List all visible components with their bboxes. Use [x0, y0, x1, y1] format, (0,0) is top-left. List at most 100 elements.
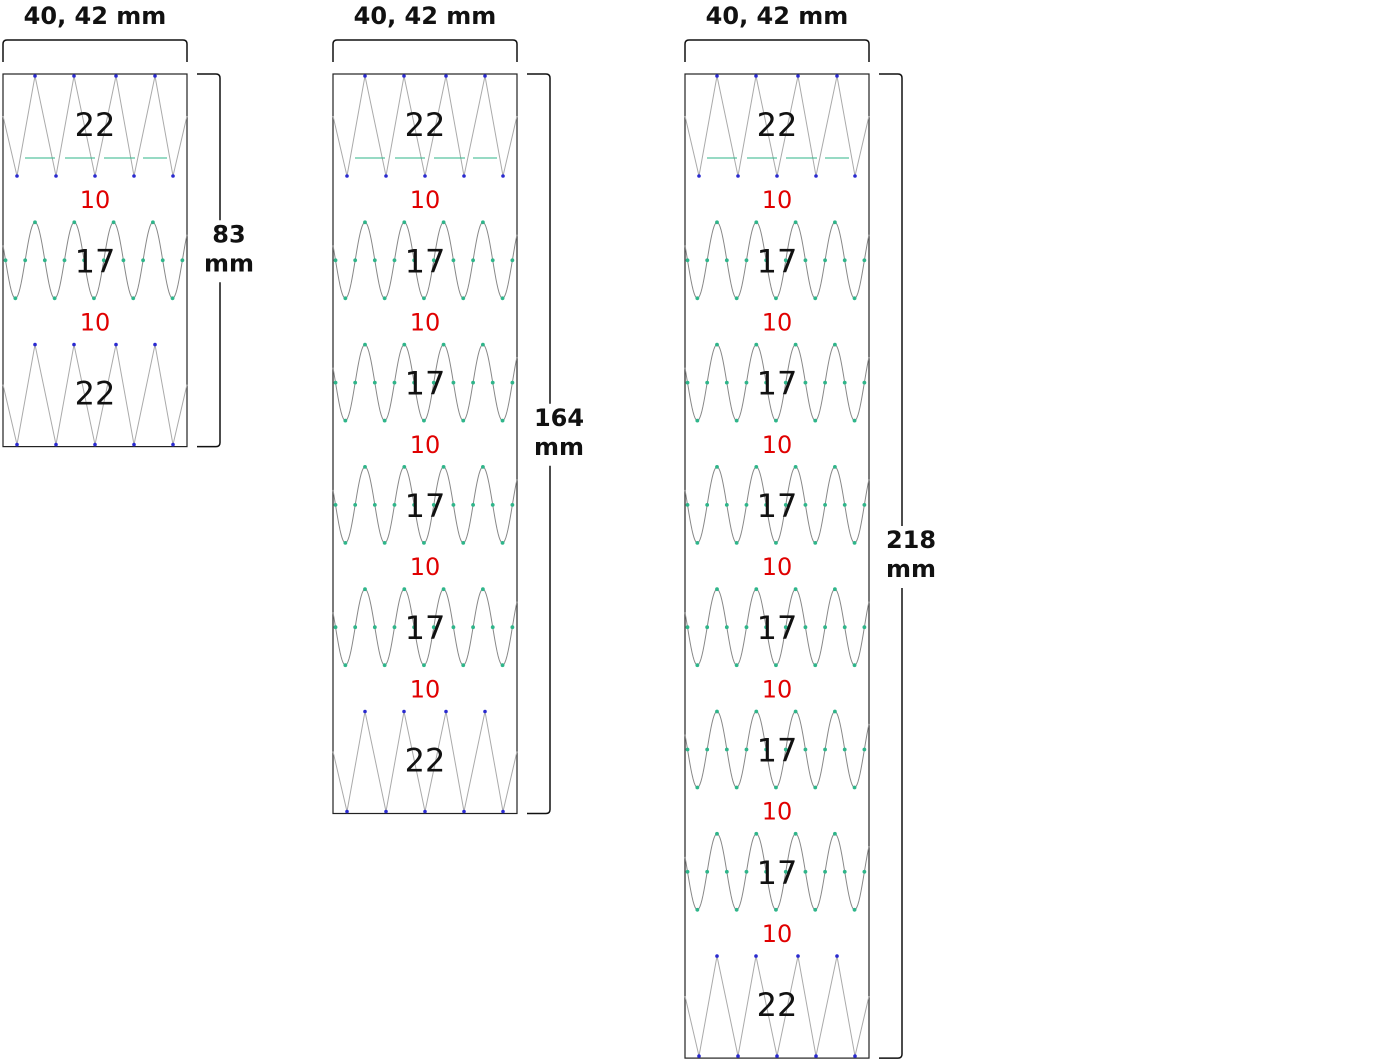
- coil-marker: [82, 258, 87, 263]
- coil-marker: [715, 709, 719, 714]
- coil-count-label: 17: [757, 365, 798, 403]
- coil-marker: [715, 342, 719, 347]
- coil-count-label: 22: [405, 106, 446, 144]
- coil-marker: [842, 503, 847, 507]
- coil-marker: [153, 342, 157, 347]
- coil-marker: [813, 907, 818, 912]
- coil-marker: [343, 663, 348, 668]
- coil-marker: [853, 1054, 857, 1058]
- coil-marker: [72, 74, 76, 78]
- coil-marker: [685, 258, 690, 263]
- coil-marker: [774, 663, 778, 668]
- coil-marker: [803, 380, 808, 385]
- coil-marker: [823, 380, 827, 385]
- active-coil-segment: 17: [684, 709, 870, 790]
- coil-marker: [441, 342, 446, 347]
- gap-label: 10: [80, 186, 111, 214]
- coil-marker: [813, 418, 818, 423]
- gap-label: 10: [410, 553, 441, 581]
- coil-marker: [444, 709, 448, 714]
- end-coil-segment: 22: [2, 342, 188, 447]
- coil-marker: [353, 380, 358, 385]
- coil-marker: [132, 442, 136, 447]
- coil-marker: [72, 342, 76, 347]
- coil-marker: [754, 709, 759, 714]
- coil-marker: [180, 258, 185, 263]
- coil-marker: [93, 442, 97, 447]
- coil-marker: [372, 503, 377, 507]
- coil-marker: [715, 465, 719, 469]
- coil-marker: [796, 954, 800, 958]
- coil-marker: [814, 1054, 818, 1058]
- coil-marker: [490, 503, 495, 507]
- coil-marker: [734, 785, 739, 790]
- coil-marker: [774, 785, 778, 790]
- coil-marker: [744, 747, 749, 752]
- coil-marker: [695, 907, 700, 912]
- coil-marker: [754, 465, 759, 469]
- coil-marker: [695, 663, 700, 668]
- coil-marker: [734, 907, 739, 912]
- gap-label: 10: [762, 431, 793, 459]
- coil-marker: [33, 220, 37, 225]
- coil-marker: [382, 541, 387, 545]
- height-unit: mm: [204, 249, 254, 277]
- coil-marker: [402, 342, 407, 347]
- coil-marker: [764, 380, 769, 385]
- coil-count-label: 17: [405, 609, 446, 647]
- coil-marker: [343, 418, 348, 423]
- coil-marker: [842, 869, 847, 874]
- height-unit: mm: [886, 555, 936, 583]
- coil-marker: [685, 380, 690, 385]
- coil-marker: [13, 296, 18, 301]
- width-label: 40, 42 mm: [24, 2, 167, 30]
- coil-marker: [715, 954, 719, 958]
- coil-marker: [695, 541, 700, 545]
- coil-marker: [764, 258, 769, 263]
- coil-marker: [685, 747, 690, 752]
- coil-count-label: 17: [757, 609, 798, 647]
- active-coil-segment: 17: [684, 342, 870, 423]
- coil-marker: [833, 709, 837, 714]
- gap-label: 10: [762, 675, 793, 703]
- coil-count-label: 22: [75, 375, 116, 413]
- active-coil-segment: 17: [684, 831, 870, 912]
- coil-marker: [862, 747, 867, 752]
- coil-marker: [343, 541, 348, 545]
- coil-marker: [793, 587, 798, 592]
- coil-marker: [764, 869, 769, 874]
- coil-count-label: 17: [757, 487, 798, 525]
- coil-marker: [392, 258, 397, 263]
- coil-marker: [54, 174, 58, 178]
- coil-marker: [862, 258, 867, 263]
- coil-marker: [353, 625, 358, 630]
- height-value: 83: [212, 220, 245, 248]
- coil-marker: [842, 258, 847, 263]
- coil-marker: [92, 296, 96, 301]
- coil-marker: [461, 663, 466, 668]
- width-label: 40, 42 mm: [706, 2, 849, 30]
- coil-marker: [171, 442, 175, 447]
- spring-box: [684, 73, 870, 1059]
- coil-marker: [734, 663, 739, 668]
- coil-marker: [402, 220, 407, 225]
- coil-marker: [402, 74, 406, 78]
- coil-marker: [813, 785, 818, 790]
- coil-marker: [402, 587, 407, 592]
- coil-marker: [744, 380, 749, 385]
- end-coil-segment: 22: [2, 74, 188, 178]
- coil-marker: [481, 587, 485, 592]
- coil-marker: [3, 258, 8, 263]
- coil-count-label: 22: [75, 106, 116, 144]
- coil-marker: [724, 625, 729, 630]
- coil-marker: [852, 541, 857, 545]
- coil-marker: [141, 258, 145, 263]
- coil-marker: [697, 174, 701, 178]
- coil-marker: [803, 503, 808, 507]
- end-coil-segment: 22: [684, 74, 870, 178]
- coil-marker: [392, 503, 397, 507]
- coil-marker: [451, 503, 456, 507]
- coil-marker: [343, 296, 348, 301]
